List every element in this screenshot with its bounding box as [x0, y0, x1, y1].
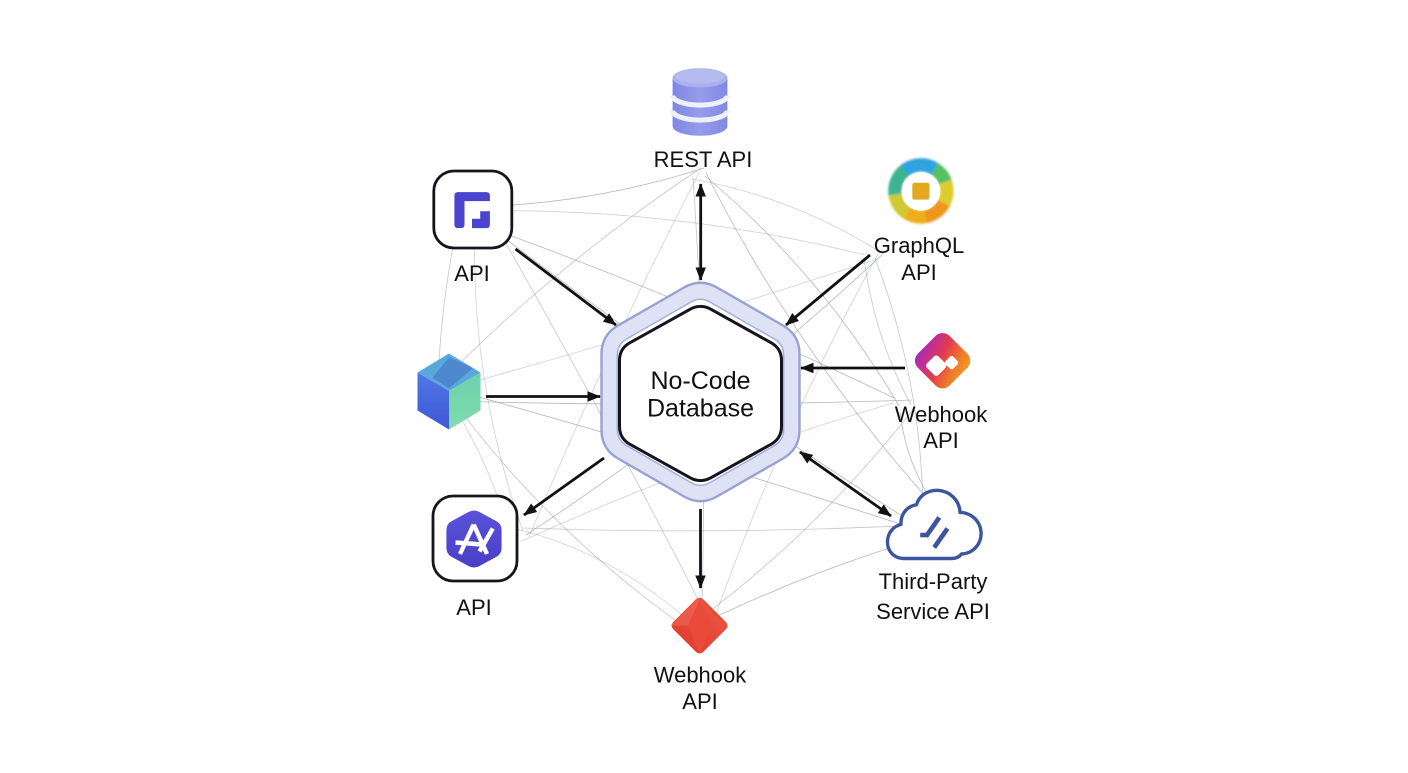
svg-text:API: API [682, 689, 717, 714]
svg-text:Third-Party: Third-Party [879, 569, 988, 594]
svg-text:REST API: REST API [654, 147, 753, 172]
svg-text:Database: Database [647, 395, 754, 423]
svg-text:Webhook: Webhook [895, 402, 989, 427]
svg-text:Service API: Service API [876, 599, 990, 624]
svg-text:API: API [923, 428, 958, 453]
svg-text:GraphQL: GraphQL [874, 233, 965, 258]
svg-text:No-Code: No-Code [650, 367, 750, 395]
svg-text:Webhook: Webhook [654, 663, 748, 688]
svg-text:API: API [456, 595, 491, 620]
svg-text:API: API [454, 261, 489, 286]
svg-text:API: API [901, 260, 936, 285]
